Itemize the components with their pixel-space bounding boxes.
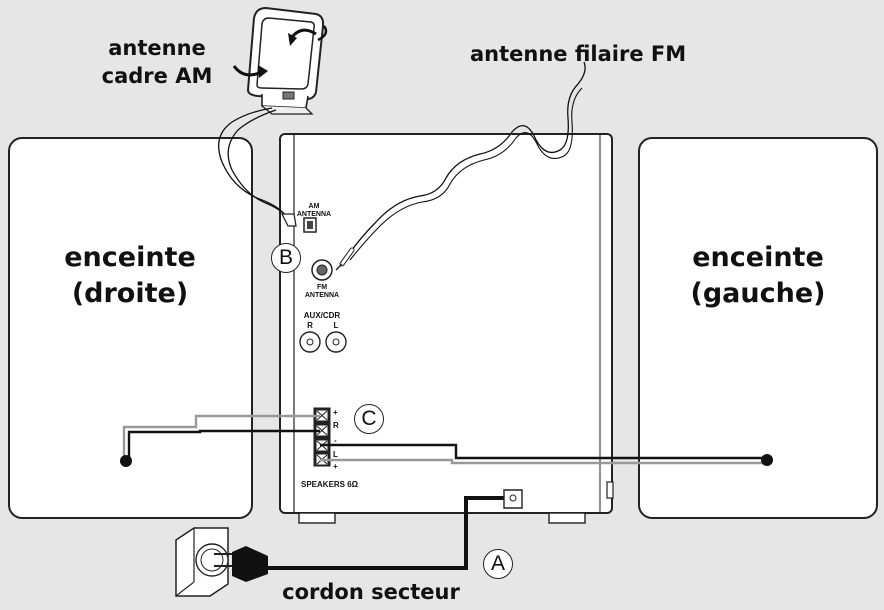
am-antenna-label-line1: antenne: [108, 36, 206, 60]
am-antenna-label: antenne cadre AM: [92, 34, 222, 90]
fm-antenna-panel-label-line1: FM: [316, 284, 328, 291]
terminal-r-label: R: [333, 421, 339, 430]
unit-foot-right: [548, 512, 586, 524]
speaker-left-connector: [761, 454, 773, 466]
am-antenna-panel-label-line1: AM: [308, 203, 320, 210]
speaker-right-label-line1: enceinte: [64, 242, 196, 273]
am-loop-antenna-icon: [232, 6, 328, 115]
fm-wire-antenna-label: antenne filaire FM: [470, 42, 687, 66]
main-unit-rear: [279, 133, 613, 514]
power-plug-icon: [214, 546, 268, 582]
speaker-cable-left-grey: [320, 458, 766, 465]
am-antenna-panel-label: AM ANTENNA: [290, 203, 338, 219]
speaker-right-panel: [8, 137, 253, 519]
callout-b: B: [271, 243, 301, 273]
fm-wire-antenna: [345, 61, 586, 259]
terminal-l-label: L: [333, 450, 338, 459]
aux-l-label: L: [333, 321, 339, 330]
speaker-right-label: enceinte (droite): [40, 240, 220, 312]
am-antenna-wire: [218, 107, 287, 217]
terminal-plus-top: +: [333, 408, 338, 417]
terminal-plus-bottom: +: [333, 462, 338, 471]
speakers-impedance-label: SPEAKERS 6Ω: [301, 480, 359, 489]
aux-cdr-label: AUX/CDR: [303, 311, 341, 320]
power-cord-label: cordon secteur: [282, 580, 460, 604]
am-antenna-panel-label-line2: ANTENNA: [296, 211, 332, 218]
am-antenna-label-line2: cadre AM: [101, 64, 213, 88]
fm-antenna-panel-label-line2: ANTENNA: [304, 292, 340, 299]
speaker-left-label-line2: (gauche): [690, 278, 826, 309]
speaker-left-panel: [638, 137, 878, 519]
unit-foot-left: [298, 512, 336, 524]
speaker-cable-right-black: [127, 429, 320, 460]
power-cord: [262, 496, 514, 570]
terminal-minus: -: [334, 436, 337, 445]
fm-antenna-panel-label: FM ANTENNA: [298, 284, 346, 300]
speaker-right-connector: [120, 455, 132, 467]
am-antenna-clip: [280, 213, 297, 227]
callout-a: A: [483, 549, 513, 579]
callout-c: C: [354, 404, 384, 434]
unit-side-clip: [606, 481, 614, 499]
speaker-cable-left-black: [320, 443, 766, 460]
speaker-cable-right-grey: [122, 414, 320, 460]
speaker-left-label-line1: enceinte: [692, 242, 824, 273]
aux-r-label: R: [307, 321, 313, 330]
speaker-right-label-line2: (droite): [71, 278, 189, 309]
speaker-left-label: enceinte (gauche): [668, 240, 848, 312]
wall-socket-icon: [175, 527, 229, 597]
